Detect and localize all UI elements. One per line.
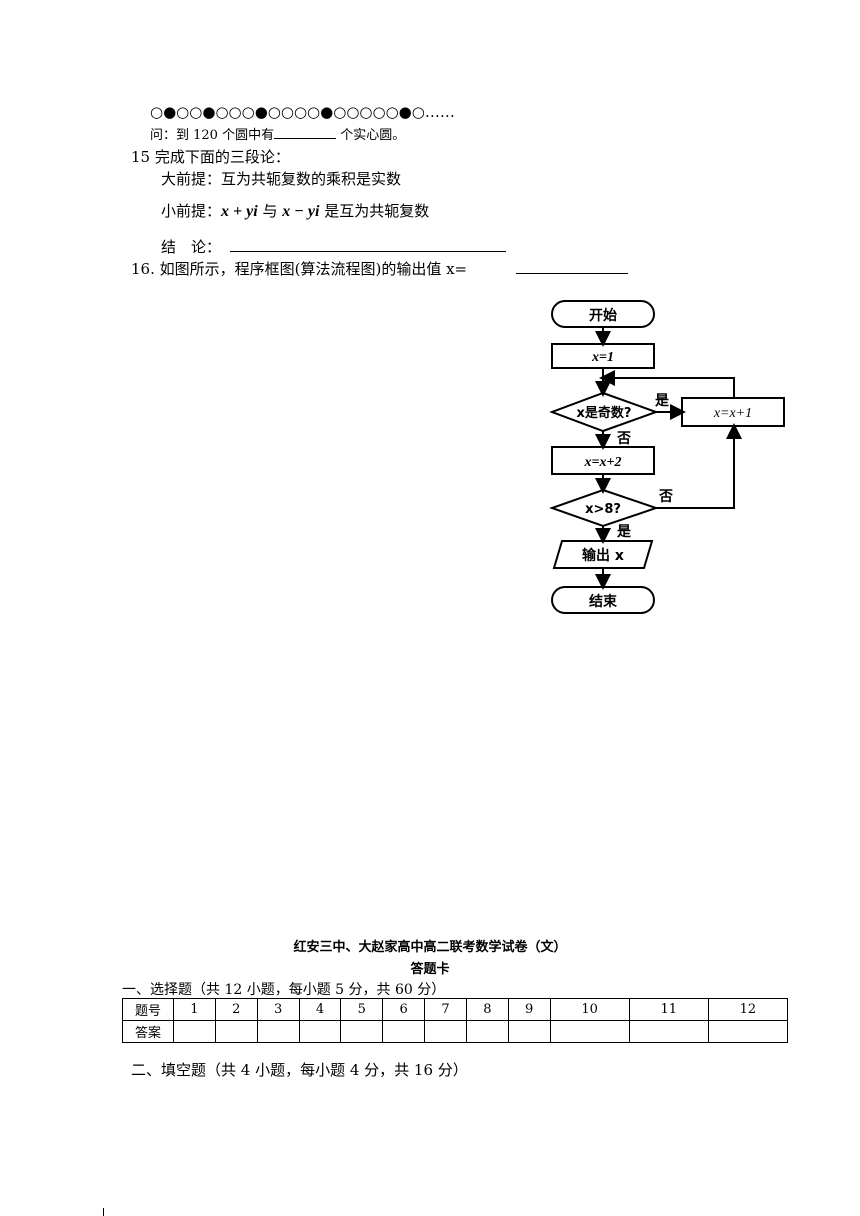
table-row-answers: 答案	[122, 1020, 789, 1043]
row-header-number: 题号	[122, 998, 174, 1021]
yes1-label: 是	[655, 393, 670, 409]
number-cell: 9	[507, 998, 551, 1021]
circle-sequence: ○●○○●○○○●○○○○●○○○○○●○……	[150, 103, 455, 121]
number-cell: 7	[424, 998, 467, 1021]
answer-cell[interactable]	[465, 1020, 509, 1043]
step-yes-label: x=x+1	[713, 406, 752, 421]
answer-cell[interactable]	[173, 1020, 216, 1043]
number-cell: 3	[256, 998, 300, 1021]
number-cell: 2	[214, 998, 258, 1021]
init-label: x=1	[591, 350, 614, 365]
number-cell: 12	[707, 998, 789, 1021]
answer-cell[interactable]	[707, 1020, 789, 1043]
cond2-label: x>8?	[585, 502, 621, 517]
start-label: 开始	[589, 307, 617, 324]
q14-suffix: 个实心圆。	[336, 128, 406, 143]
no1-label: 否	[616, 431, 631, 447]
answer-cell[interactable]	[340, 1020, 384, 1043]
answer-cell[interactable]	[214, 1020, 258, 1043]
expression-1: x + yi	[221, 203, 258, 220]
output-parallelogram	[552, 540, 654, 569]
answer-cell[interactable]	[628, 1020, 709, 1043]
answer-card-title: 红安三中、大赵家高中高二联考数学试卷（文）	[293, 940, 567, 955]
end-label: 结束	[589, 593, 618, 610]
conclusion-label: 结 论：	[161, 238, 222, 256]
number-cell: 1	[173, 998, 216, 1021]
minor-premise-mid: 与	[257, 202, 283, 220]
major-premise: 大前提：互为共轭复数的乘积是实数	[161, 170, 402, 188]
question-15-title: 15 完成下面的三段论：	[131, 148, 290, 166]
program-flowchart: 开始 x=1 x是奇数? 是 否 x=x+1 x=x+2 x>8? 否 是 输出…	[548, 300, 785, 614]
step-no-label: x=x+2	[584, 455, 622, 470]
answer-cell[interactable]	[382, 1020, 426, 1043]
q14-answer-blank	[274, 127, 337, 139]
number-cell: 11	[628, 998, 709, 1021]
answer-cell[interactable]	[507, 1020, 551, 1043]
answer-table: 题号 1 2 3 4 5 6 7 8 9 10 11 12 答案	[122, 998, 789, 1043]
end-terminal	[551, 586, 655, 614]
conclusion-blank	[230, 251, 506, 252]
q16-answer-blank	[516, 273, 628, 274]
number-cell: 10	[549, 998, 630, 1021]
number-cell: 4	[298, 998, 342, 1021]
no2-label: 否	[658, 489, 673, 505]
number-cell: 8	[465, 998, 509, 1021]
row-header-answer: 答案	[122, 1020, 174, 1043]
question-14-text: 问：到 120 个圆中有 个实心圆。	[150, 124, 405, 143]
output-label: 输出 x	[582, 547, 624, 564]
number-cell: 6	[382, 998, 426, 1021]
minor-premise-label: 小前提：	[161, 202, 222, 220]
expression-2: x − yi	[282, 203, 320, 220]
answer-cell[interactable]	[256, 1020, 300, 1043]
page-edge-mark	[103, 1208, 104, 1216]
answer-cell[interactable]	[298, 1020, 342, 1043]
section-1-heading: 一、选择题（共 12 小题，每小题 5 分，共 60 分）	[122, 982, 446, 998]
answer-card-subtitle: 答题卡	[410, 962, 450, 977]
q14-prefix: 问：到 120 个圆中有	[150, 128, 275, 143]
minor-premise-tail: 是互为共轭复数	[319, 202, 430, 220]
question-16-text: 16. 如图所示，程序框图(算法流程图)的输出值 x=	[131, 260, 468, 278]
answer-cell[interactable]	[549, 1020, 630, 1043]
cond1-label: x是奇数?	[577, 405, 632, 421]
yes2-label: 是	[617, 524, 632, 540]
answer-cell[interactable]	[424, 1020, 467, 1043]
section-2-heading: 二、填空题（共 4 小题，每小题 4 分，共 16 分）	[131, 1061, 468, 1079]
number-cell: 5	[340, 998, 384, 1021]
table-row-numbers: 题号 1 2 3 4 5 6 7 8 9 10 11 12	[122, 998, 789, 1021]
minor-premise: 小前提：x + yi 与 x − yi 是互为共轭复数	[161, 200, 429, 221]
